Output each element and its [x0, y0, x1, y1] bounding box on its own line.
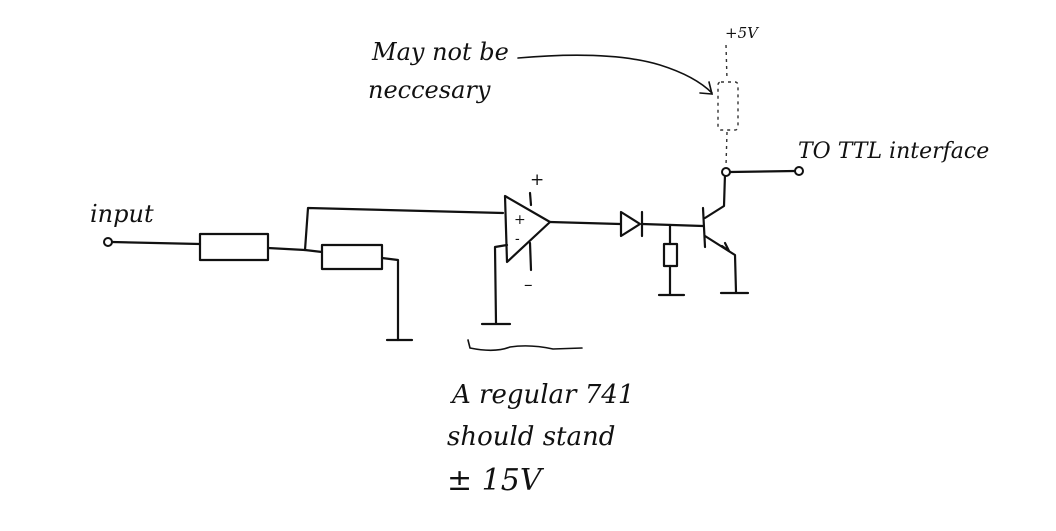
- wire-opamp-out: [548, 220, 622, 226]
- series-resistor: [198, 232, 270, 262]
- transistor-base-bar: [701, 206, 707, 249]
- transistor-collector: [703, 172, 727, 220]
- wire-diode-base: [640, 222, 705, 228]
- wire-opamp-minus-ground: [493, 243, 509, 325]
- opamp-vminus-lead: [528, 241, 533, 272]
- wire-r2: [303, 248, 324, 254]
- input-terminal: [103, 237, 113, 247]
- opamp-vminus-label: –: [524, 275, 533, 295]
- transistor-arrow: [720, 241, 731, 253]
- supply-label: +5V: [725, 24, 760, 42]
- collector-node: [721, 167, 731, 177]
- ttl-label: TO TTL interface: [798, 139, 989, 164]
- diode-symbol: [619, 210, 642, 238]
- small-component: [662, 242, 679, 268]
- dotted-wire-bottom: [725, 131, 728, 167]
- note-arrowhead: [699, 81, 714, 95]
- pullup-resistor: [717, 81, 739, 131]
- opamp-vplus-label: +: [530, 170, 544, 190]
- wire-r2-ground: [380, 256, 400, 342]
- note-line-1: May not be: [371, 38, 509, 66]
- note-line-2: neccesary: [368, 76, 491, 104]
- wire-r1-junction: [266, 246, 307, 252]
- caption-line-2: should stand: [447, 422, 615, 452]
- opamp-minus-label: -: [515, 231, 520, 247]
- transistor-emitter: [703, 234, 738, 294]
- wire-ttl: [728, 169, 797, 174]
- caption-line-3: ± 15V: [447, 463, 545, 498]
- input-label: input: [90, 200, 154, 228]
- ttl-terminal: [794, 166, 804, 176]
- opamp-plus-label: +: [514, 212, 526, 228]
- input-wire: [110, 240, 202, 246]
- caption-line-1: A regular 741: [450, 380, 634, 410]
- note-arrow: [517, 54, 713, 94]
- ground-resistor: [320, 243, 384, 271]
- opamp-vplus-lead: [528, 191, 533, 207]
- wire-to-opamp: [303, 206, 505, 252]
- dotted-wire-top: [725, 44, 728, 81]
- underline-squiggle: [467, 339, 583, 352]
- opamp-symbol: [503, 194, 552, 264]
